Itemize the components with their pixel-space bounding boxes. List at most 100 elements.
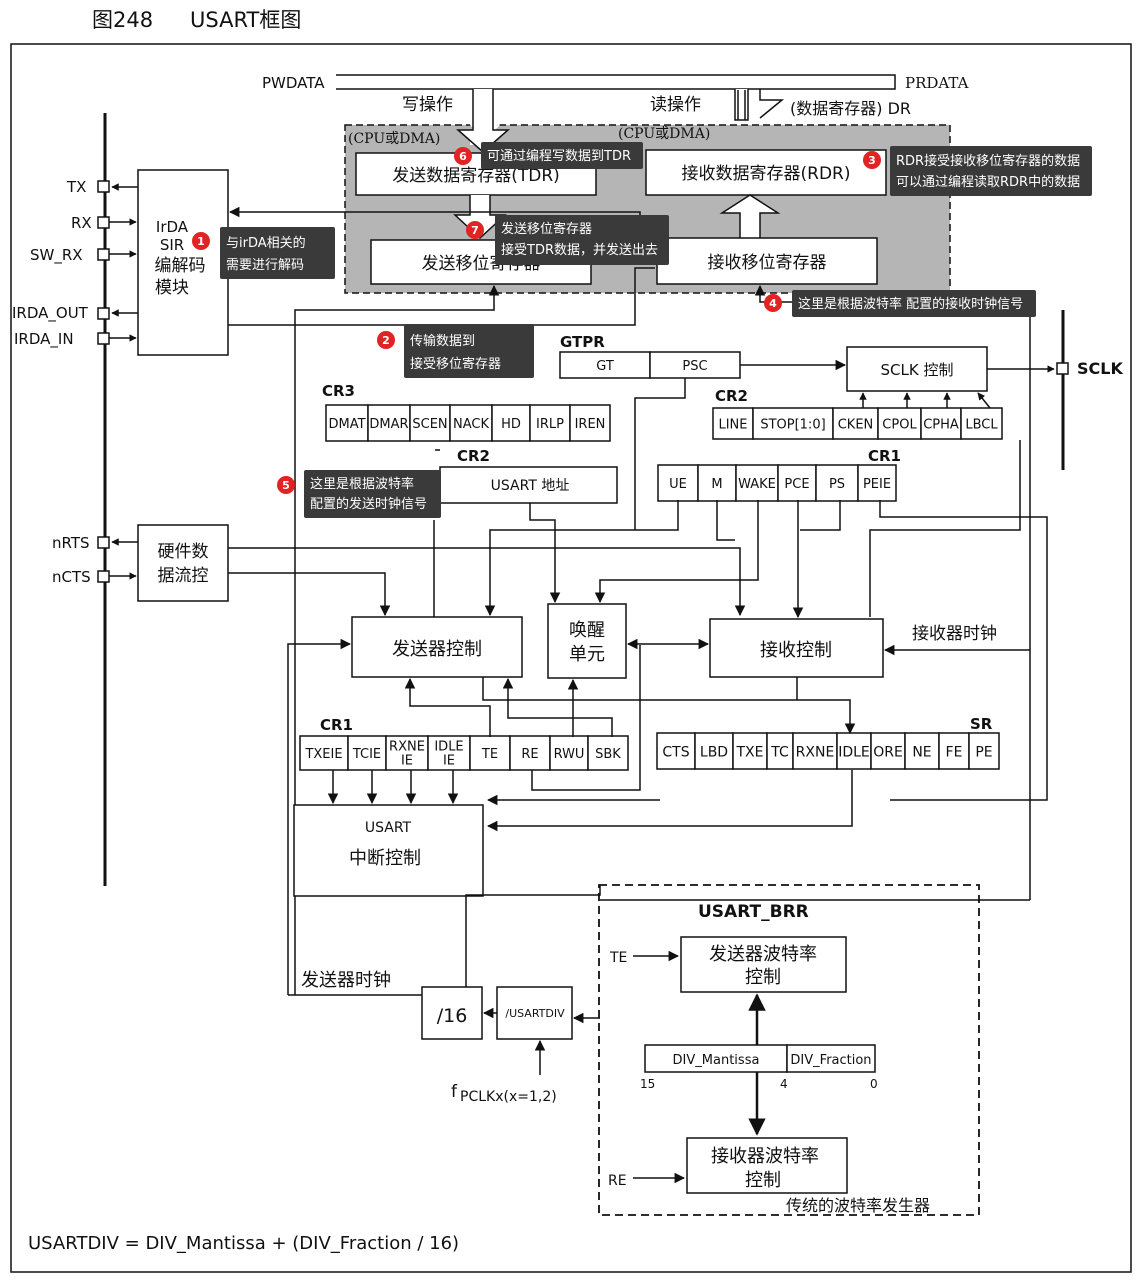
svg-text:发送器控制: 发送器控制 <box>392 639 482 660</box>
register-field-label: RE <box>521 747 538 762</box>
svg-text:/16: /16 <box>437 1005 468 1027</box>
register-field-label: TXEIE <box>304 747 342 762</box>
svg-text:1: 1 <box>197 235 205 248</box>
div-fraction <box>786 1044 876 1073</box>
tx-controller <box>351 616 523 678</box>
irda-line2: SIR <box>160 236 184 254</box>
register-field-label: HD <box>501 417 521 432</box>
register-field-label: PCE <box>784 477 809 492</box>
svg-text:单元: 单元 <box>569 644 605 665</box>
figure-title: USART框图 <box>190 8 301 32</box>
svg-text:PSC: PSC <box>682 359 707 374</box>
register-field-label: FE <box>946 744 963 760</box>
svg-text:需要进行解码: 需要进行解码 <box>226 258 304 273</box>
cr2-addr-label: CR2 <box>457 447 490 465</box>
register-field-label: SCEN <box>412 417 447 432</box>
register-field-label: TE <box>481 747 498 762</box>
prdata-label: PRDATA <box>905 74 969 92</box>
div16-box <box>421 986 483 1040</box>
svg-text:2: 2 <box>382 334 390 347</box>
gtpr-label: GTPR <box>560 333 605 351</box>
tdr-to-shift-arrow <box>453 195 507 240</box>
cr2-addr-box <box>439 466 618 504</box>
pin-sclk <box>1056 362 1069 375</box>
register-field-label: SBK <box>595 747 621 762</box>
rx-baud-control <box>686 1137 848 1194</box>
register-field-label: RXNE <box>796 744 835 760</box>
svg-text:DIV_Fraction: DIV_Fraction <box>790 1053 871 1068</box>
register-field-label: IDLE <box>434 739 463 754</box>
register-field-label: RXNE <box>389 739 425 754</box>
svg-text:5: 5 <box>282 479 290 492</box>
svg-text:传输数据到: 传输数据到 <box>410 333 475 349</box>
register-field-label: IE <box>443 753 455 768</box>
svg-text:nCTS: nCTS <box>52 568 91 586</box>
usart-brr-region <box>598 884 980 1216</box>
svg-text:15: 15 <box>640 1077 655 1091</box>
fpclk-sub: PCLKx(x=1,2) <box>460 1089 557 1105</box>
svg-text:4: 4 <box>769 297 777 310</box>
brr-footer: 传统的波特率发生器 <box>786 1196 930 1215</box>
register-field-label: TCIE <box>352 747 381 762</box>
sclk-control <box>846 346 988 392</box>
register-field <box>960 407 1003 440</box>
pin-irda-out: IRDA_OUT <box>12 304 138 323</box>
register-field <box>449 404 493 442</box>
svg-text:这里是根据波特率 配置的接收时钟信号: 这里是根据波特率 配置的接收时钟信号 <box>798 296 1023 312</box>
tx-clock-label: 发送器时钟 <box>301 970 391 991</box>
register-field-label: NE <box>912 744 931 760</box>
data-bus <box>336 74 896 90</box>
svg-text:据流控: 据流控 <box>158 566 209 586</box>
register-field <box>857 464 897 502</box>
svg-text:7: 7 <box>471 224 479 237</box>
register-field-label: IE <box>401 753 413 768</box>
svg-text:RDR接受接收移位寄存器的数据: RDR接受接收移位寄存器的数据 <box>896 153 1080 169</box>
register-field-label: LINE <box>718 417 747 432</box>
svg-text:接受移位寄存器: 接受移位寄存器 <box>410 356 501 372</box>
register-field-label: UE <box>669 477 687 492</box>
register-field-label: PEIE <box>863 477 891 492</box>
register-field <box>587 735 629 771</box>
pin-tx: TX <box>66 178 138 196</box>
cr3-label: CR3 <box>322 382 355 400</box>
brr-te-label: TE <box>609 950 627 966</box>
register-field <box>529 404 571 442</box>
pin-irda-in: IRDA_IN <box>14 330 137 349</box>
svg-text:USART 地址: USART 地址 <box>491 478 570 494</box>
register-field <box>469 735 511 771</box>
register-field <box>385 735 429 771</box>
register-field <box>697 464 737 502</box>
pin-rx: RX <box>71 214 137 232</box>
pwdata-label: PWDATA <box>262 74 325 92</box>
pin-sw-rx: SW_RX <box>30 246 137 265</box>
pin-nrts: nRTS <box>52 534 138 552</box>
register-field-label: ORE <box>873 744 903 760</box>
register-field-label: TC <box>770 744 789 760</box>
cpu-dma-right: (CPU或DMA) <box>618 126 710 142</box>
register-field <box>815 464 859 502</box>
register-field <box>409 404 451 442</box>
register-field-label: IRLP <box>536 417 564 432</box>
figure-number: 图248 <box>92 8 153 32</box>
register-field <box>549 735 589 771</box>
outer-frame <box>10 43 1132 1273</box>
svg-text:TX: TX <box>66 178 86 196</box>
flow-control-block <box>137 524 229 602</box>
note-4: 这里是根据波特率 配置的接收时钟信号 4 <box>764 290 1036 317</box>
svg-text:0: 0 <box>870 1077 878 1091</box>
note-2: 传输数据到 接受移位寄存器 2 <box>377 324 534 378</box>
note-7: 发送移位寄存器 接受TDR数据，并发送出去 7 <box>466 215 669 265</box>
register-field-label: CTS <box>662 744 689 760</box>
register-field <box>968 732 1000 770</box>
svg-text:nRTS: nRTS <box>52 534 90 552</box>
note-3: RDR接受接收移位寄存器的数据 可以通过编程读取RDR中的数据 3 <box>863 146 1092 196</box>
svg-text:控制: 控制 <box>745 1170 781 1191</box>
rx-shift-label: 接收移位寄存器 <box>708 253 827 273</box>
register-field <box>694 732 734 770</box>
register-field <box>569 404 611 442</box>
register-field <box>777 464 817 502</box>
irda-line4: 模块 <box>155 278 189 298</box>
shift-to-rdr-arrow <box>719 194 781 238</box>
